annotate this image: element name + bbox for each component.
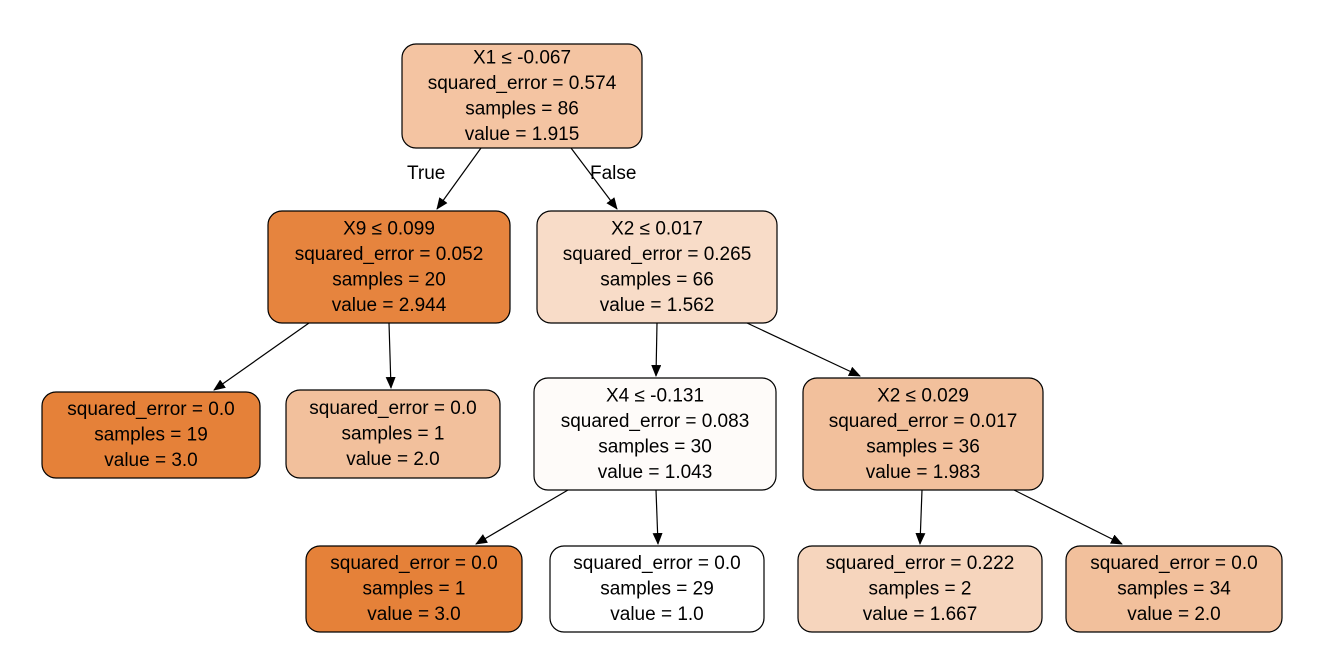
node-line: value = 2.944 (332, 295, 447, 316)
edge-n2-n5-arrow (651, 322, 662, 377)
edge-n1-n4-arrow (385, 322, 396, 389)
tree-node-n0: X1 ≤ -0.067 squared_error = 0.574 samples … (401, 43, 643, 149)
node-box (533, 377, 777, 491)
node-line: value = 3.0 (104, 450, 198, 471)
tree-node-n9: squared_error = 0.222 samples = 2 value = … (797, 545, 1043, 633)
node-line: samples = 19 (94, 425, 208, 446)
node-box (536, 210, 778, 324)
node-box (401, 43, 643, 149)
node-line: X4 ≤ -0.131 (606, 385, 704, 406)
node-line: X2 ≤ 0.017 (611, 218, 703, 239)
node-line: squared_error = 0.222 (826, 553, 1015, 574)
node-line: value = 1.667 (863, 604, 978, 625)
edge-n6-n10-arrow (1013, 489, 1123, 545)
edge-label-false: False (590, 163, 636, 184)
node-line: squared_error = 0.0 (330, 553, 497, 574)
node-line: samples = 29 (600, 579, 714, 600)
edge-n0-n2-arrow (570, 147, 618, 210)
tree-node-n10: squared_error = 0.0 samples = 34 value = 2… (1065, 545, 1283, 633)
node-box (267, 210, 511, 324)
tree-node-n1: X9 ≤ 0.099 squared_error = 0.052 samples =… (267, 210, 511, 324)
tree-node-n5: X4 ≤ -0.131 squared_error = 0.083 samples … (533, 377, 777, 491)
tree-node-n8: squared_error = 0.0 samples = 29 value = 1… (549, 545, 765, 633)
node-line: samples = 34 (1117, 579, 1231, 600)
node-line: X2 ≤ 0.029 (877, 385, 969, 406)
node-line: squared_error = 0.017 (829, 411, 1018, 432)
node-line: value = 1.915 (465, 124, 580, 145)
node-line: value = 2.0 (346, 449, 440, 470)
edge-n0-n1-arrow (436, 147, 482, 210)
node-box (1065, 545, 1283, 633)
node-line: samples = 20 (332, 269, 446, 290)
node-line: squared_error = 0.0 (573, 553, 740, 574)
node-line: X1 ≤ -0.067 (473, 47, 571, 68)
tree-node-n6: X2 ≤ 0.029 squared_error = 0.017 samples =… (802, 377, 1044, 491)
node-line: squared_error = 0.052 (295, 244, 484, 265)
node-line: squared_error = 0.0 (67, 399, 234, 420)
node-line: squared_error = 0.0 (1090, 553, 1257, 574)
node-line: samples = 86 (465, 98, 579, 119)
node-box (285, 389, 501, 479)
node-line: value = 3.0 (367, 604, 461, 625)
node-box (797, 545, 1043, 633)
edge-label-true: True (407, 163, 445, 184)
tree-node-n7: squared_error = 0.0 samples = 1 value = 3.… (305, 545, 523, 633)
node-line: squared_error = 0.265 (563, 244, 752, 265)
tree-node-n2: X2 ≤ 0.017 squared_error = 0.265 samples =… (536, 210, 778, 324)
edge-n1-n3-arrow (213, 322, 310, 391)
node-line: samples = 30 (598, 436, 712, 457)
node-box (802, 377, 1044, 491)
node-box (41, 391, 261, 479)
node-line: samples = 1 (363, 579, 466, 600)
node-box (549, 545, 765, 633)
tree-node-n3: squared_error = 0.0 samples = 19 value = 3… (41, 391, 261, 479)
tree-node-n4: squared_error = 0.0 samples = 1 value = 2.… (285, 389, 501, 479)
node-line: samples = 2 (869, 579, 972, 600)
node-line: squared_error = 0.083 (561, 411, 750, 432)
node-line: value = 2.0 (1127, 604, 1221, 625)
node-line: value = 1.043 (598, 462, 713, 483)
edge-n5-n7-arrow (475, 489, 569, 545)
node-line: samples = 36 (866, 436, 980, 457)
node-line: samples = 1 (342, 424, 445, 445)
edge-n6-n9-arrow (915, 489, 926, 545)
node-line: samples = 66 (600, 269, 714, 290)
edge-n2-n6-arrow (746, 322, 861, 377)
edge-n5-n8-arrow (652, 489, 663, 545)
node-line: value = 1.983 (866, 462, 981, 483)
nodes-layer: X1 ≤ -0.067 squared_error = 0.574 samples … (41, 43, 1283, 633)
node-box (305, 545, 523, 633)
node-line: value = 1.0 (610, 604, 704, 625)
node-line: value = 1.562 (600, 295, 715, 316)
node-line: squared_error = 0.0 (309, 398, 476, 419)
node-line: X9 ≤ 0.099 (343, 218, 435, 239)
edges-layer: True False (213, 147, 1123, 545)
node-line: squared_error = 0.574 (428, 73, 617, 94)
